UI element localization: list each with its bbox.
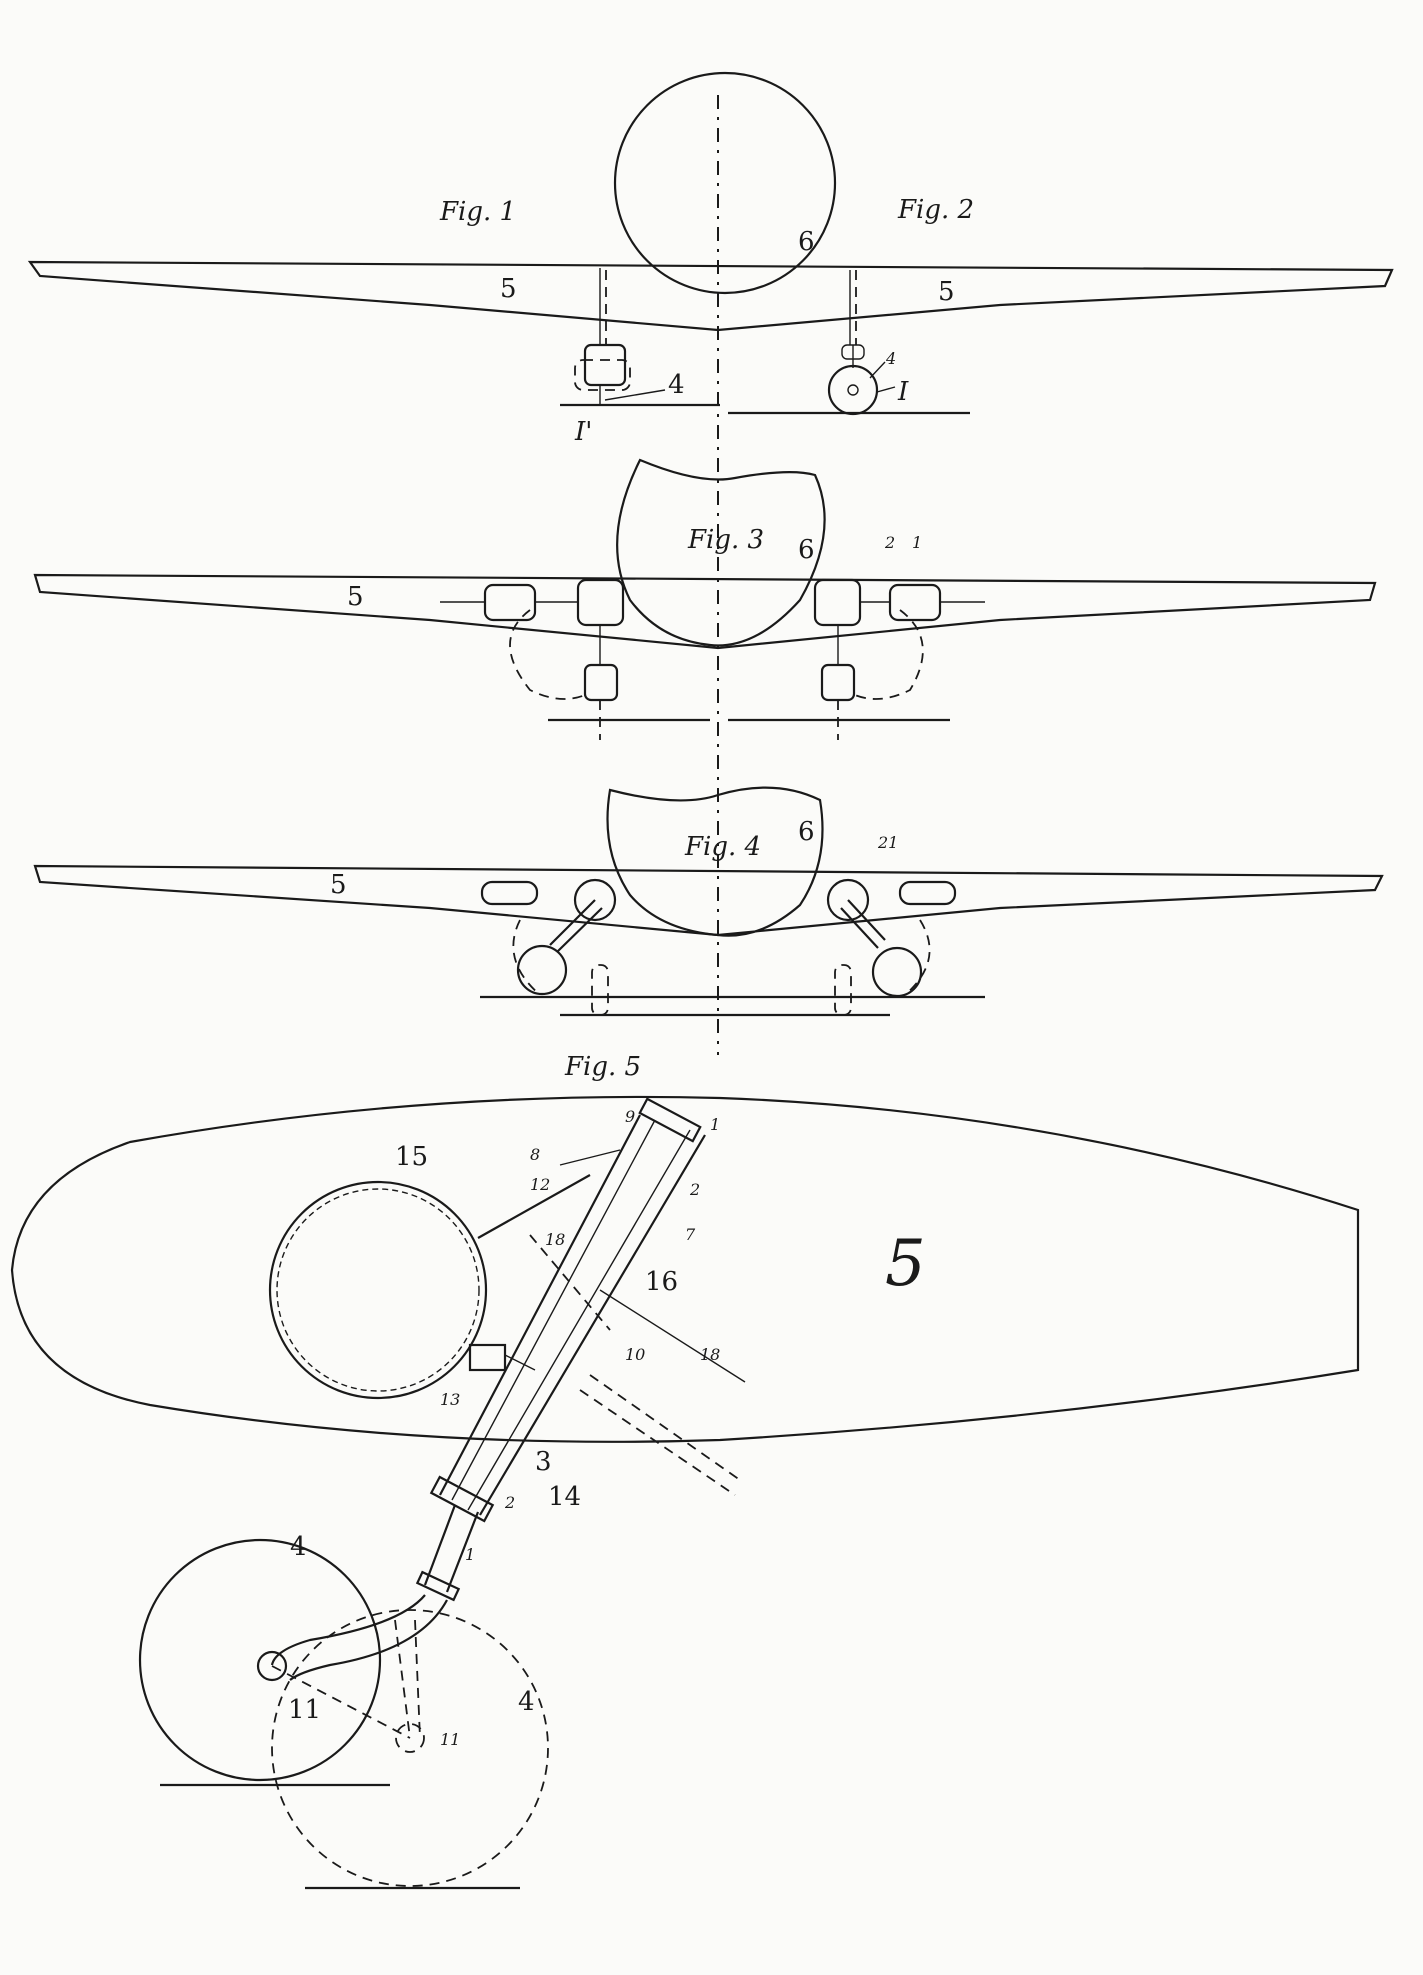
ref-18-left: 18: [545, 1230, 565, 1249]
ref-15: 15: [395, 1142, 428, 1172]
wheel-ref-fig5: 4: [290, 1532, 307, 1562]
wing-outline: [27, 260, 1394, 332]
fuselage-ref: 6: [798, 817, 815, 847]
fig5-label: Fig. 5: [564, 1052, 641, 1082]
wheel-axle-extended: [256, 1650, 288, 1682]
ref-3: 3: [535, 1447, 552, 1477]
ref-12: 12: [530, 1175, 550, 1194]
ref-11: 11: [288, 1695, 321, 1725]
ref-8: 8: [530, 1145, 540, 1164]
wheel-ref-fig2: 4: [885, 349, 896, 368]
wing-outline: [33, 864, 1384, 937]
fig1-fig2-front-view: Fig. 1 Fig. 2 6 5 5 4 4 I I': [27, 71, 1394, 447]
wheel-fig2: [827, 364, 879, 416]
fuselage-ref: 6: [798, 535, 815, 565]
wheel-axle-alternate: [395, 1723, 425, 1753]
ref-2-fig3: 2: [884, 533, 895, 552]
wing-outline: [33, 573, 1377, 650]
fuselage-section-cut: [616, 458, 826, 647]
ref-9: 9: [625, 1107, 635, 1126]
wing-ref-fig5: 5: [885, 1227, 926, 1301]
wheel-extended: [138, 1538, 382, 1782]
ref-7: 7: [685, 1225, 696, 1244]
ref-21-fig4: 21: [877, 833, 898, 852]
ref-2-top: 2: [689, 1180, 700, 1199]
wing-ref-fig4: 5: [330, 870, 347, 900]
fuselage-section-cut: [606, 786, 824, 937]
wheel-well: [268, 1180, 488, 1400]
fuselage-ref: 6: [798, 227, 815, 257]
wing-ref-fig3: 5: [347, 582, 364, 612]
ref-1-bottom: 1: [465, 1545, 475, 1564]
fig4-label: Fig. 4: [684, 832, 761, 862]
wheel-ref-fig1: 4: [668, 370, 685, 400]
fig2-label: Fig. 2: [897, 195, 974, 225]
wheel-ref-alternate: 4: [518, 1687, 535, 1717]
ref-1-top: 1: [710, 1115, 720, 1134]
fig3-label: Fig. 3: [687, 525, 764, 555]
fig1-label: Fig. 1: [439, 197, 516, 227]
ref-1-fig3: 1: [912, 533, 922, 552]
fig3-gear-retraction-view: Fig. 3 6 5 2 1: [33, 458, 1377, 740]
ref-14: 14: [548, 1482, 581, 1512]
fig5-wing-section-detail: Fig. 5: [10, 1052, 1360, 1890]
ref-10: 10: [625, 1345, 645, 1364]
fuselage-section: [613, 71, 837, 295]
ref-11-alternate: 11: [440, 1730, 460, 1749]
ref-2-bottom: 2: [504, 1493, 515, 1512]
ref-13: 13: [440, 1390, 460, 1409]
wing-ref-fig1: 5: [500, 274, 517, 304]
roman-ref-fig1: I': [574, 417, 592, 447]
wheel-alternate-position: [271, 1609, 549, 1887]
wing-ref-fig2: 5: [938, 277, 955, 307]
ref-16: 16: [645, 1267, 678, 1297]
roman-ref-fig2: I: [897, 377, 909, 407]
wing-profile: [10, 1095, 1360, 1443]
ref-18-right: 18: [700, 1345, 720, 1364]
fig4-gear-swing-view: Fig. 4 6 5 21: [33, 786, 1384, 1017]
